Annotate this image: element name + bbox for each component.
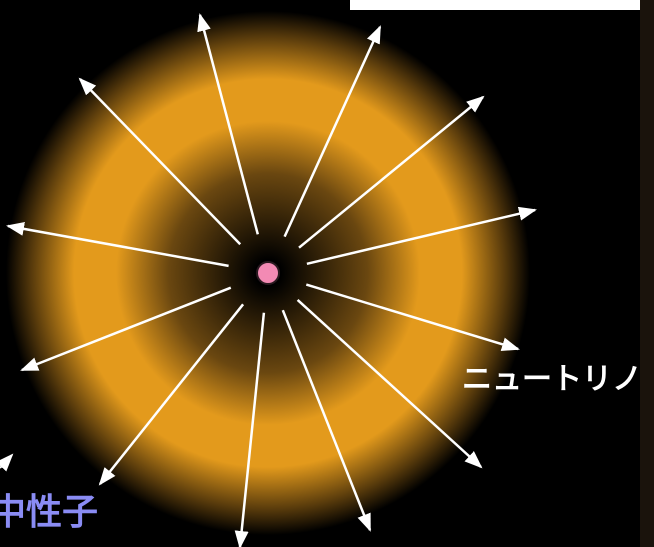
arrow-icon bbox=[78, 77, 242, 246]
arrow-icon bbox=[298, 95, 485, 249]
neutron-label: 中性子 bbox=[0, 492, 99, 533]
arrow-icon bbox=[283, 25, 382, 238]
arrow-icon bbox=[306, 206, 537, 266]
arrow-icon bbox=[6, 221, 229, 268]
neutron-star-core-icon bbox=[256, 261, 280, 285]
background-strip bbox=[640, 0, 654, 547]
arrow-icon bbox=[305, 283, 520, 352]
arrow-icon bbox=[281, 309, 372, 532]
neutrino-label: ニュートリノ bbox=[462, 362, 642, 397]
arrow-icon bbox=[296, 298, 483, 469]
top-panel bbox=[350, 0, 640, 10]
arrow-icon bbox=[20, 286, 232, 372]
arrow-group bbox=[0, 13, 537, 547]
arrow-icon bbox=[0, 453, 14, 472]
arrow-icon bbox=[234, 312, 266, 547]
arrow-icon bbox=[197, 13, 260, 235]
arrow-icon bbox=[98, 303, 245, 486]
